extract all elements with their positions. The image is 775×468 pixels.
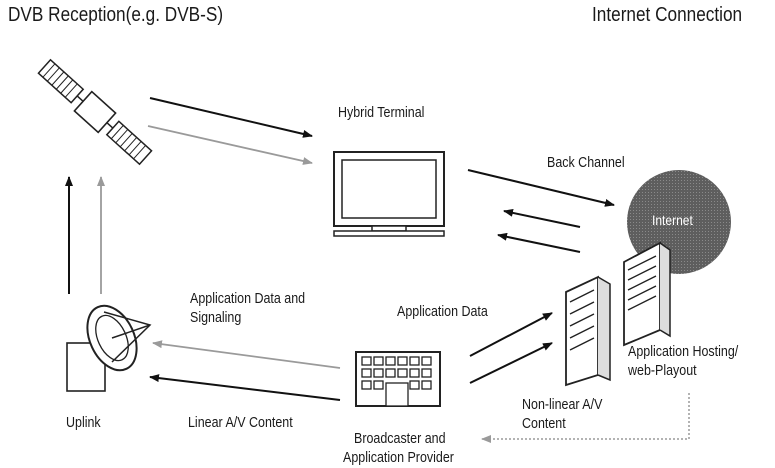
uplink-label: Uplink <box>66 415 101 431</box>
arrow-tv-to-internet <box>467 169 615 207</box>
arrow-internet-to-tv-2 <box>497 232 581 253</box>
broadcaster-label-line2: Application Provider <box>343 450 454 466</box>
dvb-reception-title: DVB Reception(e.g. DVB-S) <box>8 4 224 26</box>
arrow-broadcaster-to-server-1 <box>469 312 553 357</box>
arrow-broadcaster-to-uplink-linear <box>149 374 341 401</box>
arrow-server-to-broadcaster-nonlinear <box>481 393 690 443</box>
building-icon <box>355 351 441 407</box>
nonlinear-av-label-line2: Content <box>522 416 566 432</box>
broadcaster-label-line1: Broadcaster and <box>354 431 446 447</box>
arrow-broadcaster-to-server-2 <box>469 342 553 384</box>
app-hosting-label-line2: web-Playout <box>628 363 697 379</box>
arrow-satellite-to-tv <box>149 97 313 138</box>
app-hosting-label-line1: Application Hosting/ <box>628 344 739 360</box>
server-icon <box>565 241 671 387</box>
satellite-icon <box>37 58 153 166</box>
arrow-broadcaster-to-uplink-signaling <box>152 340 341 369</box>
nonlinear-av-label-line1: Non-linear A/V <box>522 397 603 413</box>
arrow-satellite-to-tv-signaling <box>147 125 313 165</box>
internet-connection-title: Internet Connection <box>592 4 743 26</box>
satellite-dish-icon <box>66 304 152 392</box>
arrow-internet-to-tv-1 <box>503 208 581 228</box>
linear-av-content-label: Linear A/V Content <box>188 415 293 431</box>
application-data-label: Application Data <box>397 304 488 320</box>
app-data-signaling-label-line1: Application Data and <box>190 291 306 307</box>
back-channel-label: Back Channel <box>547 155 625 171</box>
tv-icon <box>333 151 445 237</box>
app-data-signaling-label-line2: Signaling <box>190 310 242 326</box>
hybrid-terminal-label: Hybrid Terminal <box>338 105 425 121</box>
internet-label: Internet <box>652 212 693 228</box>
